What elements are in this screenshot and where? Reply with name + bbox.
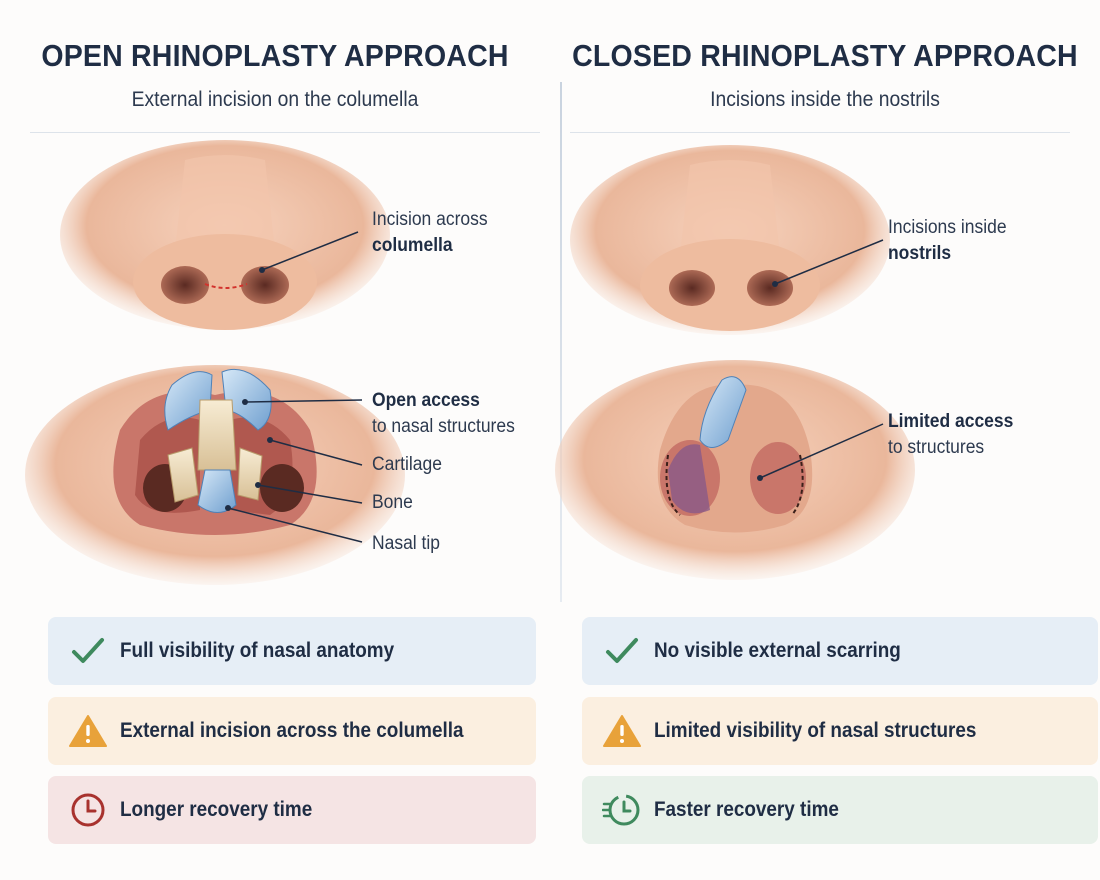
closed-approach-title: CLOSED RHINOPLASTY APPROACH [572, 38, 1078, 73]
cartilage-label: Cartilage [372, 454, 442, 475]
closed-approach-panel: CLOSED RHINOPLASTY APPROACH Incisions in… [550, 0, 1100, 880]
access-pointer-line [244, 399, 363, 403]
bone-label: Bone [372, 492, 413, 513]
open-con-text: External incision across the columella [120, 719, 464, 742]
open-recovery-card: Longer recovery time [48, 776, 536, 844]
closed-nose-dissected [555, 360, 915, 580]
closed-pro-card: No visible external scarring [582, 617, 1098, 685]
limited-access-label: Limited access to structures [888, 411, 1014, 458]
closed-recovery-card: Faster recovery time [582, 776, 1098, 844]
open-approach-panel: OPEN RHINOPLASTY APPROACH External incis… [25, 38, 540, 844]
nasal-tip-label: Nasal tip [372, 533, 441, 554]
closed-recovery-text: Faster recovery time [654, 798, 839, 821]
incision-label: Incision across columella [372, 209, 488, 256]
open-approach-title: OPEN RHINOPLASTY APPROACH [41, 38, 509, 73]
clock-icon [68, 790, 108, 830]
open-approach-subtitle: External incision on the columella [131, 88, 419, 111]
checkmark-icon [602, 631, 642, 671]
columella-incision-line [204, 283, 248, 289]
limited-access-pointer-line [759, 423, 884, 479]
bone-pointer-line [257, 484, 363, 504]
open-access-label: Open access to nasal structures [372, 390, 515, 437]
column-divider [560, 82, 562, 602]
open-approach-illustration [25, 140, 405, 585]
nostril-incision-label: Incisions inside nostrils [888, 217, 1007, 264]
closed-approach-subtitle: Incisions inside the nostrils [710, 88, 940, 111]
incision-pointer-line [261, 231, 359, 271]
open-con-card: External incision across the columella [48, 697, 536, 765]
tip-pointer-line [227, 507, 363, 543]
header-rule [570, 132, 1070, 133]
closed-approach-illustration [555, 145, 915, 580]
checkmark-icon [68, 631, 108, 671]
open-nose-dissected [25, 365, 405, 585]
closed-con-text: Limited visibility of nasal structures [654, 719, 977, 742]
open-nose-external [60, 140, 390, 330]
closed-nose-external [570, 145, 890, 335]
warning-icon [68, 711, 108, 751]
cartilage-pointer-line [269, 439, 363, 466]
closed-con-card: Limited visibility of nasal structures [582, 697, 1098, 765]
header-rule [30, 132, 540, 133]
closed-pro-text: No visible external scarring [654, 639, 901, 662]
open-recovery-text: Longer recovery time [120, 798, 313, 821]
open-pro-card: Full visibility of nasal anatomy [48, 617, 536, 685]
fast-clock-icon [602, 790, 642, 830]
open-pro-text: Full visibility of nasal anatomy [120, 639, 395, 662]
warning-icon [602, 711, 642, 751]
nostril-incision-pointer-line [774, 239, 884, 285]
